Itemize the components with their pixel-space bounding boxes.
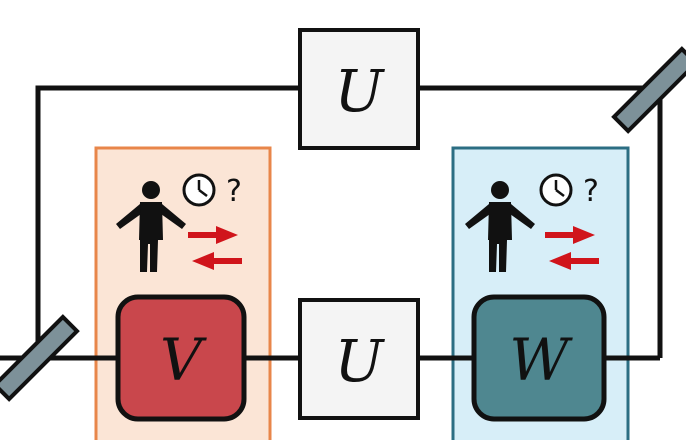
clock-icon-right [539,173,573,207]
clock-icon-left [182,173,216,207]
upper-path-wire [35,85,660,358]
gate-w-label: W [509,326,573,394]
swap-arrows-icon-left [188,226,242,270]
gate-u-top-label: U [335,57,386,125]
question-mark-right: ? [583,174,599,209]
gate-u-bottom: U [298,298,420,420]
gate-v: V [115,294,247,422]
gate-u-top: U [298,28,420,150]
person-icon-right [465,181,535,272]
beam-splitter-left-icon [0,314,80,402]
person-icon-left [116,181,186,272]
gate-u-bottom-label: U [335,327,386,395]
gate-w: W [471,294,607,422]
mirror-right-icon [611,46,686,134]
gate-v-label: V [160,326,207,394]
swap-arrows-icon-right [545,226,599,270]
question-mark-left: ? [226,174,242,209]
